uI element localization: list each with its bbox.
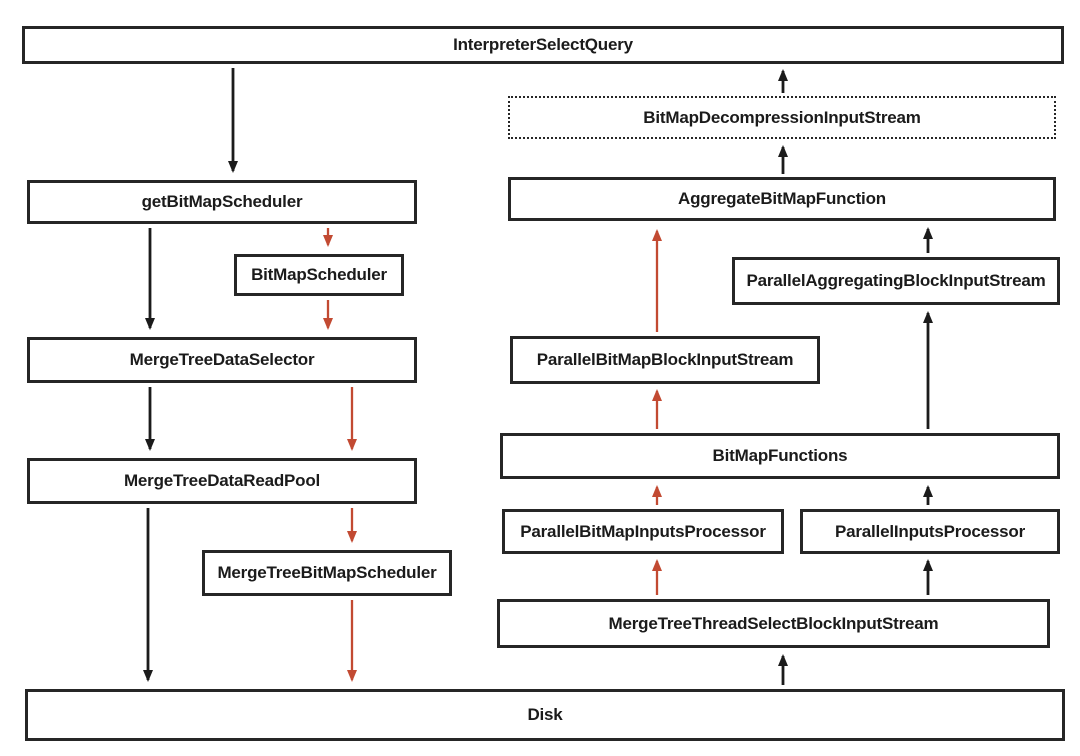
node-label: MergeTreeBitMapScheduler — [217, 563, 437, 582]
node-merge-tree-data-selector: MergeTreeDataSelector — [27, 337, 417, 383]
node-label: MergeTreeDataSelector — [129, 350, 315, 369]
node-bitmap-functions: BitMapFunctions — [500, 433, 1060, 479]
node-label: MergeTreeThreadSelectBlockInputStream — [608, 613, 939, 633]
node-label: ParallelBitMapInputsProcessor — [520, 521, 766, 541]
node-merge-tree-bitmap-scheduler: MergeTreeBitMapScheduler — [202, 550, 452, 596]
node-parallel-bitmap-inputs-processor: ParallelBitMapInputsProcessor — [502, 509, 784, 554]
node-parallel-inputs-processor: ParallelInputsProcessor — [800, 509, 1060, 554]
node-parallel-aggregating-block-input-stream: ParallelAggregatingBlockInputStream — [732, 257, 1060, 305]
node-interpreter-select-query: InterpreterSelectQuery — [22, 26, 1064, 64]
node-label: BitMapScheduler — [251, 265, 387, 284]
node-aggregate-bitmap-function: AggregateBitMapFunction — [508, 177, 1056, 221]
node-get-bitmap-scheduler: getBitMapScheduler — [27, 180, 417, 224]
node-label: ParallelBitMapBlockInputStream — [536, 350, 794, 369]
node-merge-tree-thread-select-block-input-stream: MergeTreeThreadSelectBlockInputStream — [497, 599, 1050, 648]
node-bitmap-scheduler: BitMapScheduler — [234, 254, 404, 296]
node-label: getBitMapScheduler — [141, 192, 303, 211]
node-disk: Disk — [25, 689, 1065, 741]
node-label: ParallelInputsProcessor — [834, 521, 1026, 541]
node-label: InterpreterSelectQuery — [453, 35, 633, 54]
node-label: BitMapFunctions — [712, 446, 848, 465]
node-bitmap-decompression-input-stream: BitMapDecompressionInputStream — [508, 96, 1056, 139]
node-label: AggregateBitMapFunction — [678, 189, 886, 208]
node-label: BitMapDecompressionInputStream — [643, 107, 921, 127]
node-label: Disk — [527, 705, 563, 724]
node-parallel-bitmap-block-input-stream: ParallelBitMapBlockInputStream — [510, 336, 820, 384]
node-merge-tree-data-read-pool: MergeTreeDataReadPool — [27, 458, 417, 504]
node-label: ParallelAggregatingBlockInputStream — [746, 271, 1046, 290]
node-label: MergeTreeDataReadPool — [123, 471, 321, 490]
